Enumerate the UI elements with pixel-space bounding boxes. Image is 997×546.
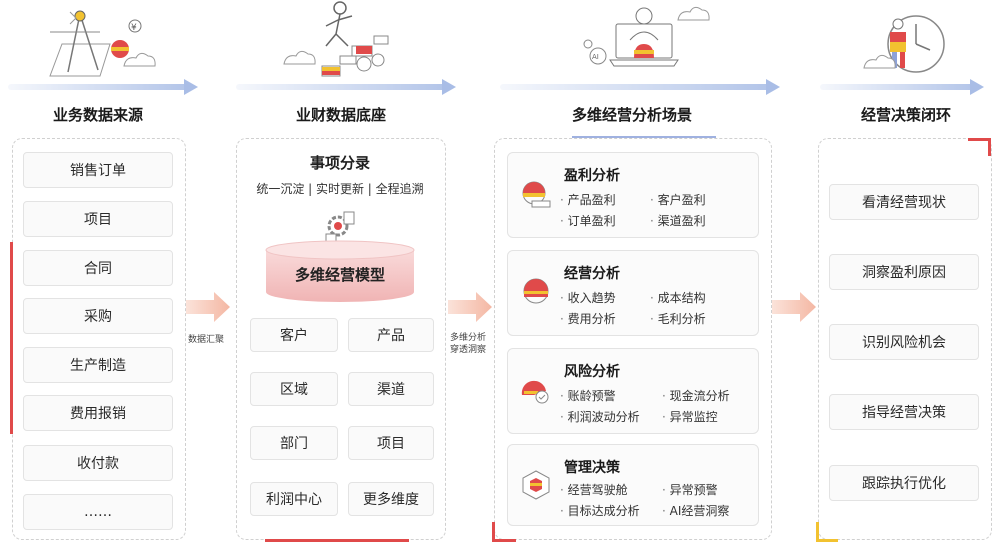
analysis-card-risk: 风险分析 账龄预警 现金流分析 利润波动分析 异常监控 — [507, 348, 759, 434]
card-title: 经营分析 — [564, 266, 620, 282]
flow-label-analysis-2: 穿透洞察 — [450, 345, 487, 355]
foundation-column-title: 业财数据底座 — [295, 106, 386, 124]
dimension-item: 区域 — [250, 372, 338, 406]
card-item: 账龄预警 — [560, 387, 616, 404]
dimension-item: 渠道 — [348, 372, 434, 406]
dimension-item: 客户 — [250, 318, 338, 352]
profit-analysis-icon — [522, 181, 551, 208]
analysis-card-operation: 经营分析 收入趋势 成本结构 费用分析 毛利分析 — [507, 250, 759, 336]
foundation-subheading: 统一沉淀 | 实时更新 | 全程追溯 — [256, 182, 424, 196]
source-item: 项目 — [23, 201, 173, 237]
card-item: 费用分析 — [560, 310, 616, 327]
decision-item: 跟踪执行优化 — [829, 465, 979, 501]
header-arrow-2 — [236, 84, 446, 90]
card-title: 风险分析 — [564, 364, 620, 380]
flow-label-aggregate: 数据汇聚 — [188, 335, 225, 345]
card-item: 目标达成分析 — [560, 502, 640, 519]
card-item: 产品盈利 — [560, 191, 616, 208]
risk-analysis-icon — [521, 380, 549, 404]
model-cylinder-icon — [265, 240, 415, 302]
card-item: 现金流分析 — [662, 387, 730, 404]
flow-arrow-1-icon — [186, 292, 230, 322]
dimension-item: 更多维度 — [348, 482, 434, 516]
source-item: 收付款 — [23, 445, 173, 481]
card-item: 成本结构 — [650, 289, 706, 306]
decision-cube-icon — [522, 470, 550, 500]
foundation-panel-accent — [265, 539, 409, 542]
flow-arrow-3-icon — [772, 292, 816, 322]
card-item: 毛利分析 — [650, 310, 706, 327]
header-arrow-1-head — [184, 79, 198, 95]
header-arrow-4-head — [970, 79, 984, 95]
card-item: 渠道盈利 — [650, 212, 706, 229]
decision-column-title: 经营决策闭环 — [860, 106, 951, 124]
decision-item: 洞察盈利原因 — [829, 254, 979, 290]
svg-text:¥: ¥ — [131, 23, 137, 33]
source-item: 采购 — [23, 298, 173, 334]
card-item: 经营驾驶舱 — [560, 481, 628, 498]
decision-item: 指导经营决策 — [829, 394, 979, 430]
header-arrow-3-head — [766, 79, 780, 95]
card-item: 利润波动分析 — [560, 408, 640, 425]
dimension-item: 项目 — [348, 426, 434, 460]
decision-panel-accent-bottom-v — [816, 522, 819, 540]
dimension-item: 产品 — [348, 318, 434, 352]
source-column-title: 业务数据来源 — [52, 106, 143, 124]
source-item: 销售订单 — [23, 152, 173, 188]
clock-illustration-icon — [863, 15, 945, 73]
svg-text:AI: AI — [592, 53, 599, 61]
decision-panel-accent-bottom-h — [816, 539, 838, 542]
dimension-item: 利润中心 — [250, 482, 338, 516]
card-item: AI经营洞察 — [662, 502, 730, 519]
header-arrow-2-head — [442, 79, 456, 95]
decision-item: 看清经营现状 — [829, 184, 979, 220]
source-item: …… — [23, 494, 173, 530]
analysis-panel-accent-h — [492, 539, 516, 542]
card-item: 订单盈利 — [560, 212, 616, 229]
stairs-illustration-icon — [283, 1, 389, 77]
header-arrow-4 — [820, 84, 975, 90]
card-item: 异常预警 — [662, 481, 718, 498]
decision-panel-accent-top-h — [968, 138, 990, 141]
operation-analysis-icon — [523, 278, 549, 304]
analysis-column-title: 多维经营分析场景 — [571, 106, 692, 124]
analysis-card-profit: 盈利分析 产品盈利 客户盈利 订单盈利 渠道盈利 — [507, 152, 759, 238]
model-label: 多维经营模型 — [294, 266, 385, 284]
card-title: 管理决策 — [564, 460, 620, 476]
decision-item: 识别风险机会 — [829, 324, 979, 360]
card-item: 异常监控 — [662, 408, 718, 425]
flow-label-analysis-1: 多维分析 — [450, 333, 487, 343]
header-arrow-1 — [8, 84, 188, 90]
planning-illustration-icon: ¥ — [49, 10, 156, 77]
header-arrow-3 — [500, 84, 770, 90]
source-item: 合同 — [23, 250, 173, 286]
card-item: 收入趋势 — [560, 289, 616, 306]
gear-document-icon — [325, 211, 355, 243]
analysis-title-underline — [572, 136, 716, 139]
analysis-card-decision: 管理决策 经营驾驶舱 异常预警 目标达成分析 AI经营洞察 — [507, 444, 759, 526]
decision-panel-accent-top-v — [988, 138, 991, 156]
analysis-panel-accent-v — [492, 522, 495, 540]
ai-analyst-illustration-icon: AI — [583, 6, 710, 67]
foundation-heading: 事项分录 — [309, 154, 370, 172]
dimension-item: 部门 — [250, 426, 338, 460]
card-item: 客户盈利 — [650, 191, 706, 208]
source-item: 生产制造 — [23, 347, 173, 383]
flow-arrow-2-icon — [448, 292, 492, 322]
source-panel-accent — [10, 242, 13, 434]
source-item: 费用报销 — [23, 395, 173, 431]
card-title: 盈利分析 — [564, 168, 620, 184]
